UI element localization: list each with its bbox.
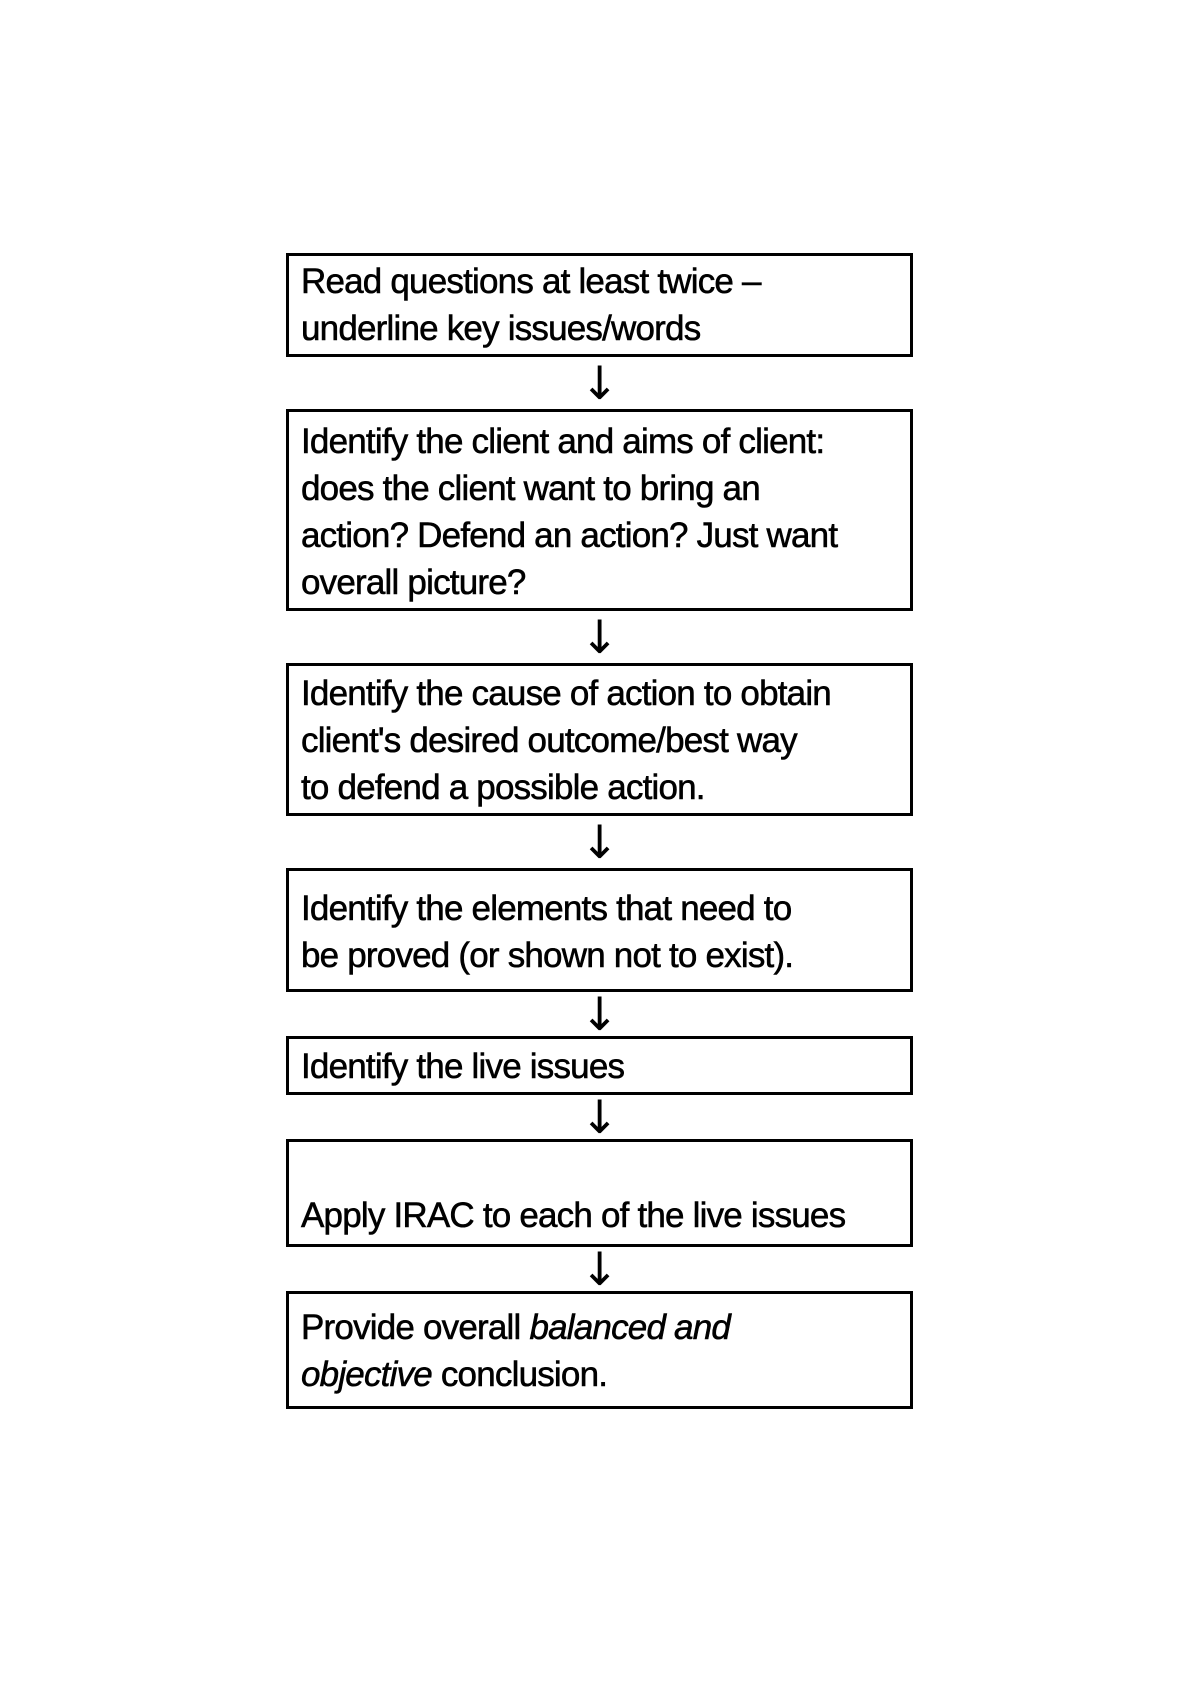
text-segment: Identify the cause of action to obtain [301, 674, 832, 714]
flow-step-conclusion: Provide overall balanced and objective c… [286, 1291, 913, 1409]
step-text-line: objective conclusion. [301, 1351, 900, 1398]
text-segment: underline key issues/words [301, 309, 702, 349]
step-text-line: does the client want to bring an [301, 465, 900, 512]
text-segment: Identify the elements that need to [301, 889, 793, 929]
flowchart: Read questions at least twice – underlin… [286, 253, 913, 1409]
down-arrow-icon: ↓ [580, 987, 619, 1041]
connector-1: ↓ [286, 357, 913, 409]
step-text-line: Provide overall balanced and [301, 1304, 900, 1351]
text-segment: Identify the live issues [301, 1047, 626, 1087]
step-text-line: client's desired outcome/best way [301, 717, 900, 764]
connector-3: ↓ [286, 816, 913, 868]
connector-5: ↓ [286, 1090, 913, 1144]
text-segment: Apply IRAC to each of the live issues [301, 1196, 847, 1236]
text-segment: be proved (or shown not to exist). [301, 936, 795, 976]
step-text-line: Apply IRAC to each of the live issues [301, 1192, 900, 1239]
text-segment: Read questions at least twice – [301, 262, 762, 302]
down-arrow-icon: ↓ [580, 1090, 619, 1144]
step-text-line: Read questions at least twice – [301, 258, 900, 305]
connector-4: ↓ [286, 987, 913, 1041]
flow-step-identify-client: Identify the client and aims of client: … [286, 409, 913, 611]
text-segment: action? Defend an action? Just want [301, 516, 839, 556]
text-segment: to defend a possible action. [301, 768, 706, 808]
step-text-line: Identify the elements that need to [301, 885, 900, 932]
text-segment: does the client want to bring an [301, 469, 761, 509]
step-text-line: action? Defend an action? Just want [301, 512, 900, 559]
text-segment: conclusion. [431, 1355, 609, 1395]
step-text-line: be proved (or shown not to exist). [301, 932, 900, 979]
down-arrow-icon: ↓ [580, 815, 619, 869]
flow-step-identify-elements: Identify the elements that need to be pr… [286, 868, 913, 992]
flow-step-read-questions: Read questions at least twice – underlin… [286, 253, 913, 357]
step-text-line: Identify the live issues [301, 1043, 900, 1090]
connector-2: ↓ [286, 611, 913, 663]
down-arrow-icon: ↓ [580, 356, 619, 410]
step-text-line: underline key issues/words [301, 305, 900, 352]
text-segment: overall picture? [301, 563, 527, 603]
step-text-line: Identify the client and aims of client: [301, 418, 900, 465]
text-segment: Identify the client and aims of client: [301, 422, 826, 462]
down-arrow-icon: ↓ [580, 610, 619, 664]
flow-step-identify-cause-of-action: Identify the cause of action to obtain c… [286, 663, 913, 816]
step-text-line: overall picture? [301, 559, 900, 606]
down-arrow-icon: ↓ [580, 1242, 619, 1296]
text-segment: Provide overall [301, 1308, 530, 1348]
step-text-line: Identify the cause of action to obtain [301, 670, 900, 717]
flow-step-identify-live-issues: Identify the live issues [286, 1036, 913, 1095]
text-segment-italic: balanced and [529, 1308, 731, 1348]
connector-6: ↓ [286, 1242, 913, 1296]
text-segment: client's desired outcome/best way [301, 721, 798, 761]
flow-step-apply-irac: Apply IRAC to each of the live issues [286, 1139, 913, 1247]
text-segment-italic: objective [301, 1355, 433, 1395]
step-text-line: to defend a possible action. [301, 764, 900, 811]
